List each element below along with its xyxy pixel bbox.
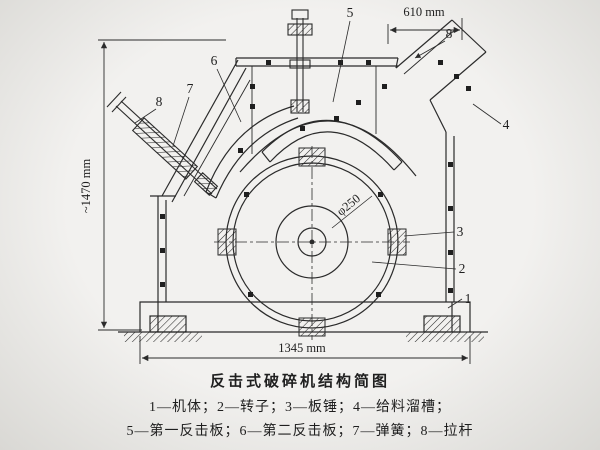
callout-leaders — [134, 20, 502, 309]
callout-body: 1 — [465, 291, 472, 306]
figure-text-block: 反击式破碎机结构简图 1—机体；2—转子；3—板锤；4—给料溜槽； 5—第一反击… — [0, 373, 600, 441]
housing — [150, 57, 455, 302]
legend-line-2: 5—第一反击板；6—第二反击板；7—弹簧；8—拉杆 — [126, 424, 474, 440]
impact-crusher-structure-diagram: 610 mm ~1470 mm 1345 mm φ250 — [79, 5, 510, 364]
legend-line-1: 1—机体；2—转子；3—板锤；4—给料溜槽； — [149, 399, 451, 415]
callout-numbers: 5 8 6 7 8 4 3 2 1 — [156, 5, 510, 306]
blow-bars — [217, 147, 407, 337]
dimension-left-height: ~1470 mm — [79, 39, 226, 331]
callout-first-impact-plate: 5 — [347, 5, 354, 20]
dimension-bottom-width: 1345 mm — [139, 336, 471, 364]
rotor — [214, 146, 410, 340]
dimension-rotor-diameter: φ250 — [331, 191, 373, 229]
callout-feed-chute: 4 — [503, 117, 510, 132]
first-impact-plate — [239, 119, 417, 177]
dimension-top-width: 610 mm — [387, 5, 463, 44]
base-frame — [139, 301, 471, 333]
dimension-bottom-width-label: 1345 mm — [278, 341, 326, 355]
callout-tie-rod-top: 8 — [446, 26, 453, 41]
callout-tie-rod-left: 8 — [156, 94, 163, 109]
dimension-left-height-label: ~1470 mm — [79, 159, 93, 214]
callout-spring: 7 — [187, 81, 194, 96]
callout-second-impact-plate: 6 — [211, 53, 218, 68]
figure-caption: 反击式破碎机结构简图 — [209, 374, 390, 390]
feed-chute — [395, 19, 487, 133]
top-tie-rod — [287, 9, 313, 114]
callout-blow-bar: 3 — [457, 224, 464, 239]
callout-rotor: 2 — [459, 261, 466, 276]
bolt-marks — [160, 60, 471, 297]
dimension-top-width-label: 610 mm — [403, 5, 445, 19]
spring-tie-rod-assembly — [106, 91, 219, 196]
